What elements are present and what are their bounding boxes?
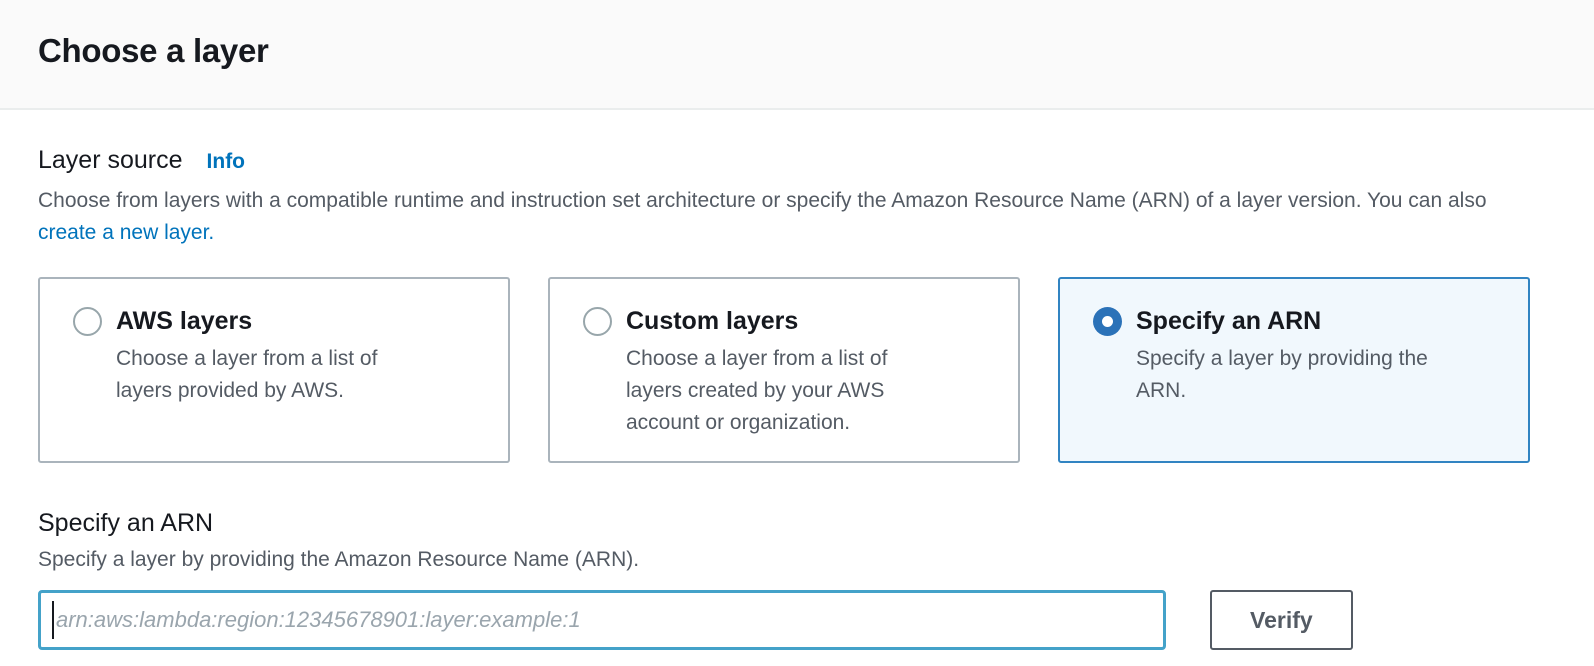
- radio-button-aws-layers[interactable]: [73, 307, 102, 336]
- option-title: Specify an ARN: [1136, 307, 1322, 335]
- layer-source-description-text: Choose from layers with a compatible run…: [38, 189, 1487, 212]
- page-title: Choose a layer: [38, 32, 269, 69]
- option-title: Custom layers: [626, 307, 799, 335]
- verify-button[interactable]: Verify: [1210, 590, 1353, 650]
- option-description: Specify a layer by providing the ARN.: [1136, 347, 1428, 402]
- option-description: Choose a layer from a list of layers cre…: [626, 347, 888, 434]
- arn-input[interactable]: [38, 590, 1166, 650]
- option-title: AWS layers: [116, 307, 253, 335]
- arn-input-wrapper: [38, 590, 1166, 650]
- option-description: Choose a layer from a list of layers pro…: [116, 347, 378, 402]
- option-card-aws-layers[interactable]: AWS layers Choose a layer from a list of…: [38, 277, 510, 463]
- specify-arn-title: Specify an ARN: [38, 509, 214, 537]
- layer-source-description: Choose from layers with a compatible run…: [38, 185, 1508, 249]
- radio-button-custom-layers[interactable]: [583, 307, 612, 336]
- layer-source-options: AWS layers Choose a layer from a list of…: [38, 277, 1530, 463]
- option-card-body: Specify an ARN Specify a layer by provid…: [1136, 305, 1456, 407]
- page-header: Choose a layer: [0, 0, 1594, 110]
- radio-button-specify-arn[interactable]: [1093, 307, 1122, 336]
- info-link[interactable]: Info: [206, 150, 246, 173]
- layer-source-label: Layer source: [38, 146, 183, 174]
- option-card-specify-arn[interactable]: Specify an ARN Specify a layer by provid…: [1058, 277, 1530, 463]
- option-card-body: Custom layers Choose a layer from a list…: [626, 305, 946, 439]
- choose-layer-panel: Layer source Info Choose from layers wit…: [0, 146, 1594, 650]
- create-new-layer-link[interactable]: create a new layer.: [38, 221, 215, 244]
- option-card-body: AWS layers Choose a layer from a list of…: [116, 305, 436, 407]
- specify-arn-description: Specify a layer by providing the Amazon …: [38, 548, 640, 571]
- option-card-custom-layers[interactable]: Custom layers Choose a layer from a list…: [548, 277, 1020, 463]
- layer-source-label-row: Layer source Info: [38, 146, 1530, 175]
- arn-input-row: Verify: [38, 590, 1530, 650]
- text-cursor: [52, 601, 54, 639]
